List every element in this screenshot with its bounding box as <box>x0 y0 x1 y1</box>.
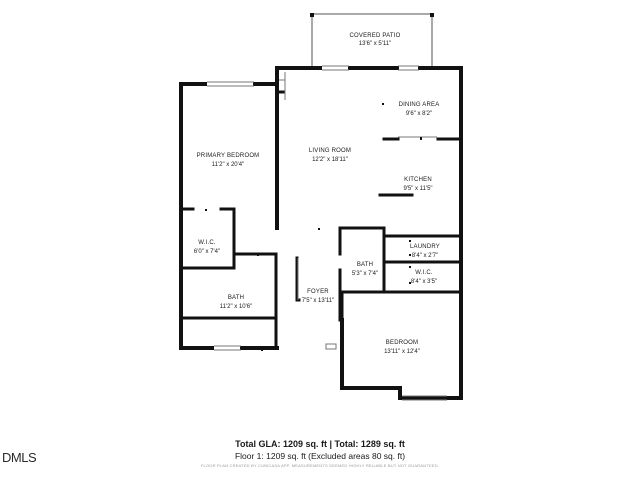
laundry-name: LAUNDRY <box>410 244 440 250</box>
patio-posts <box>310 13 434 17</box>
wic-primary-name: W.I.C. <box>198 240 216 246</box>
disclaimer-text: FLOOR PLAN CREATED BY CUBICASA APP. MEAS… <box>200 463 440 468</box>
laundry-dims: 8'4" x 2'7" <box>412 253 438 259</box>
bath-primary-dims: 11'2" x 10'6" <box>220 304 252 310</box>
kitchen-dims: 9'5" x 11'5" <box>403 186 432 192</box>
bath-primary-name: BATH <box>228 295 244 301</box>
floor-area-summary: Floor 1: 1209 sq. ft (Excluded areas 80 … <box>234 451 406 461</box>
wall-markers <box>205 66 422 351</box>
foyer-name: FOYER <box>307 289 329 295</box>
wic-second-dims: 8'4" x 3'5" <box>411 279 437 285</box>
foyer-dims: 7'5" x 13'11" <box>302 298 334 304</box>
wic-primary-dims: 6'0" x 7'4" <box>194 249 220 255</box>
openings <box>207 65 447 401</box>
bath-hall-dims: 5'3" x 7'4" <box>352 271 378 277</box>
total-area-summary: Total GLA: 1209 sq. ft | Total: 1289 sq.… <box>235 439 405 449</box>
wic-second-name: W.I.C. <box>415 270 433 276</box>
bath-hall-name: BATH <box>357 262 373 268</box>
living-room-dims: 12'2" x 18'11" <box>312 157 348 163</box>
bedroom-dims: 13'11" x 12'4" <box>384 349 420 355</box>
covered-patio-outline <box>311 13 433 67</box>
kitchen-name: KITCHEN <box>404 177 432 183</box>
primary-bedroom-dims: 11'2" x 20'4" <box>212 162 244 168</box>
primary-bedroom-name: PRIMARY BEDROOM <box>197 153 260 159</box>
dining-area-name: DINING AREA <box>399 102 440 108</box>
covered-patio-dims: 13'6" x 5'11" <box>359 41 391 47</box>
room-labels: COVERED PATIO 13'6" x 5'11" DINING AREA … <box>194 33 440 355</box>
living-room-name: LIVING ROOM <box>309 148 351 154</box>
dining-area-dims: 9'6" x 8'2" <box>406 111 432 117</box>
bedroom-name: BEDROOM <box>386 340 418 346</box>
covered-patio-name: COVERED PATIO <box>349 33 400 39</box>
interior-walls <box>179 90 463 350</box>
mls-watermark: DMLS <box>2 450 37 465</box>
